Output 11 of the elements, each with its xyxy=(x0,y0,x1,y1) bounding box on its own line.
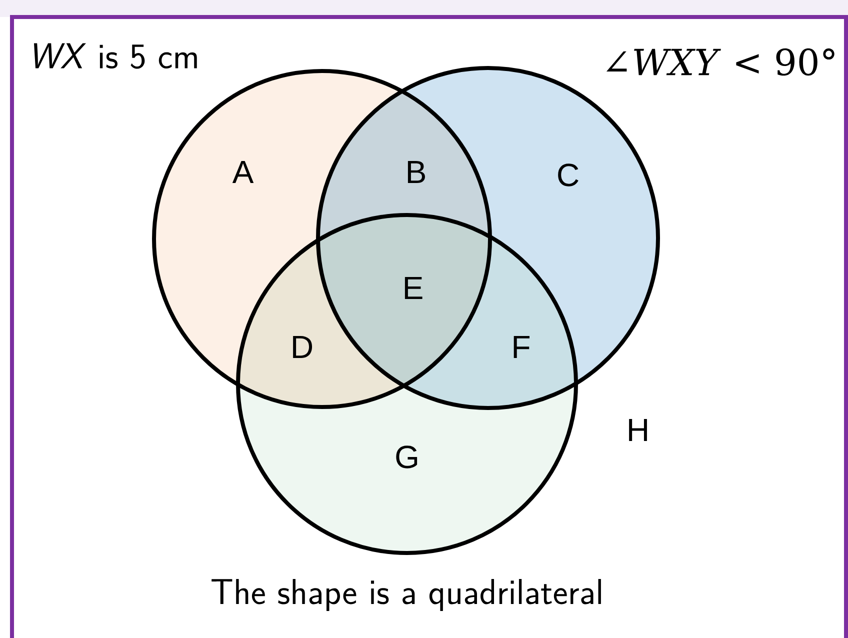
region-letter: E xyxy=(404,277,422,299)
set-title: ∠WXY < 90° xyxy=(606,48,834,76)
set-title: The shape is a quadrilateral xyxy=(212,579,601,611)
region-letter: F xyxy=(514,336,530,358)
region-letter: G xyxy=(396,446,418,468)
region-letter: D xyxy=(293,336,312,358)
set-title: WX is 5 cm xyxy=(34,43,197,69)
region-letter: H xyxy=(629,419,647,441)
region-letter: A xyxy=(232,161,254,183)
region-letter: B xyxy=(408,161,425,183)
region-letter: C xyxy=(558,164,578,186)
